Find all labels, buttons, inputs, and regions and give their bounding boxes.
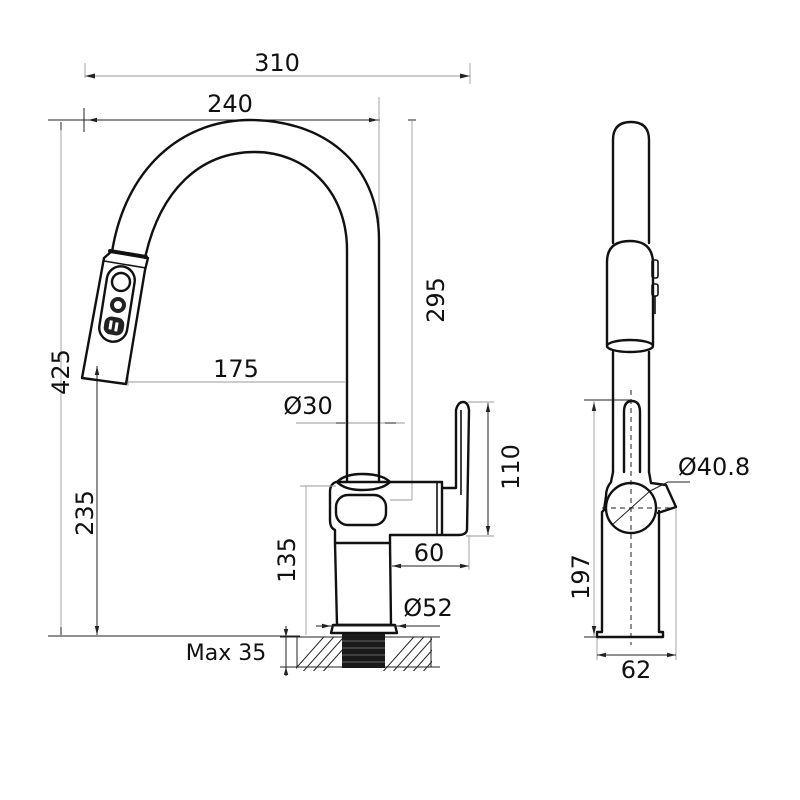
spray-toggle-icon [103, 316, 125, 336]
front-view: 310 240 425 235 [47, 49, 525, 676]
dimension-handle-projection: 60 [392, 535, 470, 570]
dim-label-197: 197 [567, 554, 595, 600]
dimension-pulldown-reach: 175 [127, 355, 345, 386]
countertop-deck [280, 634, 440, 671]
faucet-body [328, 472, 444, 635]
dim-label-295: 295 [422, 277, 450, 323]
dim-label-240: 240 [207, 90, 253, 118]
dimension-total-height: 425 [47, 122, 75, 635]
dim-label-dia40-8: Ø40.8 [678, 453, 750, 481]
dimension-handle-height: 110 [466, 401, 525, 537]
spray-button-icon [110, 271, 132, 293]
handle-lever [441, 400, 471, 537]
dim-label-135: 135 [273, 537, 301, 583]
dimension-outlet-height: 235 [71, 366, 100, 635]
side-view: Ø40.8 197 62 [567, 120, 750, 684]
spray-head-side [605, 239, 659, 354]
dimension-lever-height: 197 [567, 399, 632, 638]
dimension-total-reach: 310 [84, 49, 471, 84]
spray-head [80, 249, 150, 386]
dimension-spout-diameter: Ø30 [278, 381, 405, 424]
dim-label-235: 235 [71, 490, 99, 536]
dim-label-425: 425 [47, 349, 75, 395]
dimension-spout-reach: 240 [48, 90, 380, 400]
dimension-body-diameter: Ø40.8 [611, 453, 750, 526]
dimension-spout-rise: 295 [390, 119, 450, 501]
dim-label-dia30: Ø30 [283, 392, 332, 420]
dim-label-dia52: Ø52 [403, 594, 452, 622]
dim-label-310: 310 [254, 49, 300, 77]
dimension-deck-thickness: Max 35 [186, 626, 289, 676]
dimension-base-diameter: Ø52 [316, 594, 453, 629]
dim-label-175: 175 [213, 355, 259, 383]
dimension-base-width: 62 [596, 508, 677, 684]
spout [110, 118, 381, 484]
dimension-body-height: 135 [273, 485, 336, 635]
threaded-shank [342, 634, 385, 668]
dim-label-110: 110 [497, 444, 525, 490]
dim-label-60: 60 [414, 539, 445, 567]
dim-label-62: 62 [621, 656, 652, 684]
dim-label-max35: Max 35 [186, 641, 266, 666]
